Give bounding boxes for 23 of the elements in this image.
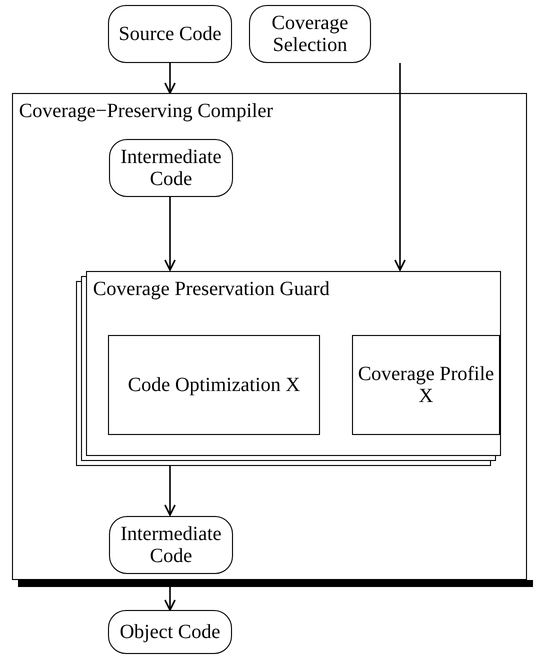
node-label: Coverage Profile X bbox=[357, 363, 495, 407]
node-label: Source Code bbox=[118, 23, 222, 45]
process-box bbox=[108, 5, 232, 63]
node-label: Coverage Preservation Guard bbox=[93, 278, 330, 300]
process-box bbox=[109, 139, 233, 197]
node-label: Coverage Selection bbox=[270, 12, 350, 56]
node-label: Intermediate Code bbox=[119, 146, 223, 190]
node-label: Intermediate Code bbox=[119, 523, 223, 567]
arrow bbox=[164, 63, 176, 94]
node-label: Object Code bbox=[120, 621, 220, 643]
process-box bbox=[249, 5, 371, 63]
process-box bbox=[108, 335, 320, 435]
process-box bbox=[108, 610, 232, 654]
arrow bbox=[164, 587, 176, 611]
arrow bbox=[164, 196, 176, 271]
arrow bbox=[164, 465, 176, 516]
arrow bbox=[394, 63, 406, 271]
compiler-panel bbox=[12, 93, 527, 580]
guard-box bbox=[86, 271, 501, 456]
process-box bbox=[109, 516, 233, 574]
process-box bbox=[352, 335, 500, 435]
node-label: Coverage−Preserving Compiler bbox=[19, 100, 273, 122]
node-label: Code Optimization X bbox=[128, 374, 300, 396]
